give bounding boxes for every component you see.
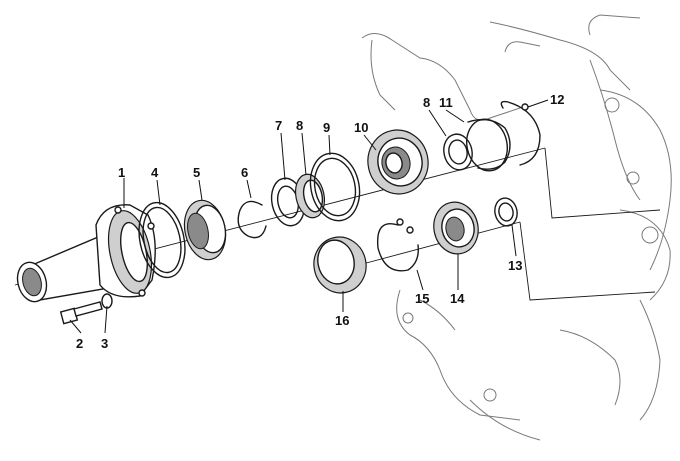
transmission-housing-outline (361, 14, 672, 441)
callout-12: 12 (550, 92, 564, 107)
ball-bearing-large-part (367, 129, 429, 195)
ball-bearing-small-part (433, 201, 479, 255)
callout-6: 6 (241, 165, 248, 180)
callout-13: 13 (508, 258, 522, 273)
shaft-seal-part (183, 199, 227, 261)
callout-8: 8 (296, 118, 303, 133)
retaining-ring-part (494, 197, 518, 227)
spacer-ring-second-part (443, 133, 473, 171)
callout-3: 3 (101, 336, 108, 351)
callout-labels: 1 2 3 4 5 6 7 8 9 10 8 11 12 13 14 15 16 (76, 92, 564, 351)
callout-2: 2 (76, 336, 83, 351)
callout-1: 1 (118, 165, 125, 180)
bolt-part (59, 301, 103, 325)
shim-ring-part (309, 152, 361, 222)
callout-16: 16 (335, 313, 349, 328)
circlip-large-part (466, 118, 511, 172)
callout-10: 10 (354, 120, 368, 135)
callout-14: 14 (450, 291, 465, 306)
callout-15: 15 (415, 291, 429, 306)
circlip-lower-part (376, 218, 419, 272)
callout-4: 4 (151, 165, 159, 180)
callout-5: 5 (193, 165, 200, 180)
callout-leaders (69, 99, 549, 334)
flange-sleeve-part (16, 204, 156, 303)
gasket-part (138, 201, 186, 279)
callout-7: 7 (275, 118, 282, 133)
callout-11: 11 (439, 95, 453, 110)
circlip-small-part (237, 200, 267, 239)
callout-8-second: 8 (423, 95, 430, 110)
lock-washer-part (101, 293, 113, 309)
cover-cap-part (313, 236, 367, 294)
callout-9: 9 (323, 120, 330, 135)
